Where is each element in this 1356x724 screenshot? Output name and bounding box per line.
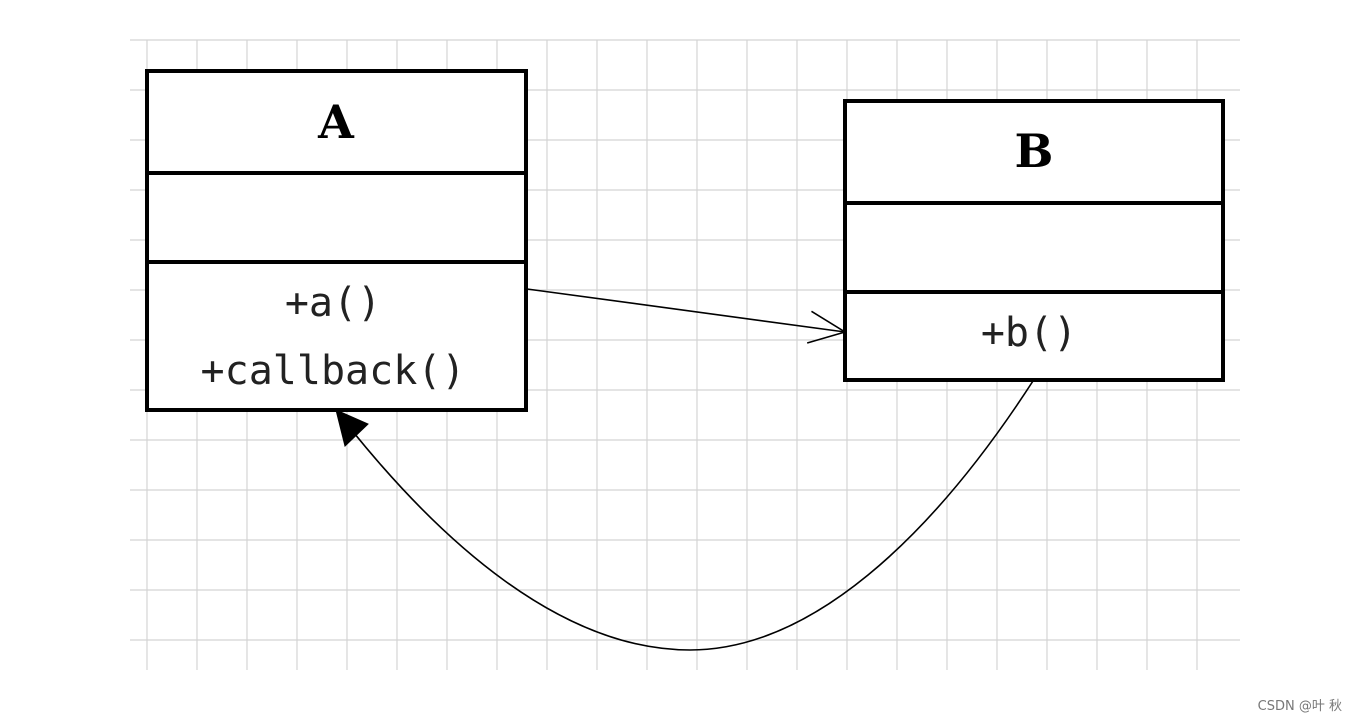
class-b-method-b: +b() (981, 310, 1077, 356)
class-a-box (145, 69, 528, 412)
class-a-method-callback: +callback() (201, 348, 466, 394)
class-a-method-a: +a() (285, 280, 381, 326)
watermark: CSDN @叶 秋 (1257, 699, 1342, 714)
class-a[interactable]: A +a() +callback() (145, 69, 528, 412)
class-b-title: B (1015, 124, 1054, 178)
class-b-box (843, 99, 1225, 382)
callback-curve-b-to-a (349, 380, 1034, 651)
class-b[interactable]: B +b() (843, 99, 1225, 382)
association-arrow-a-to-b (526, 288, 847, 344)
class-a-title: A (317, 95, 355, 149)
callback-arrowhead (335, 409, 369, 447)
